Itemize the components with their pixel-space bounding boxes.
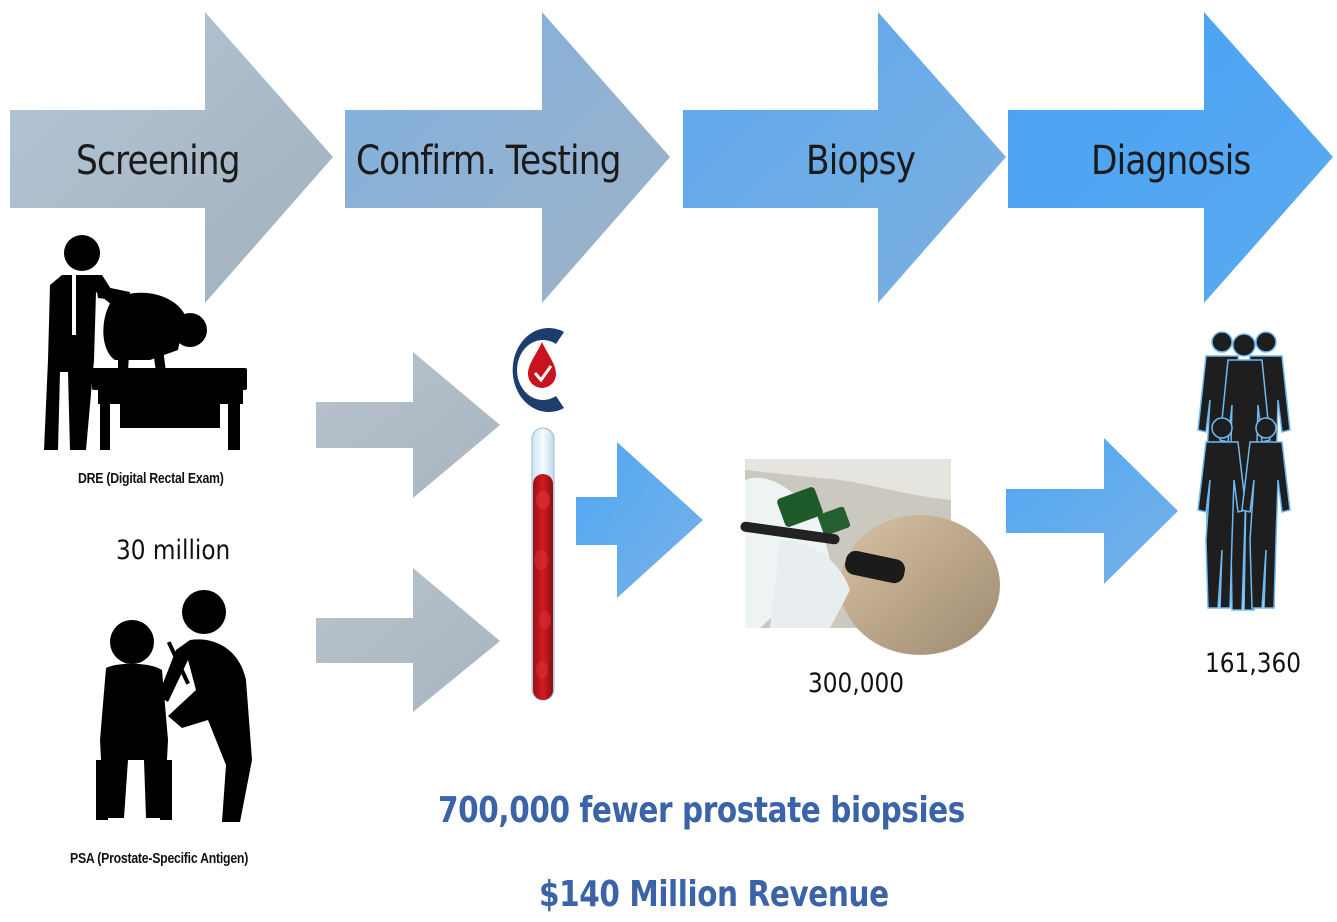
stage-arrow-confirm-testing: [345, 12, 670, 303]
flow-arrow-test-to-biopsy: [576, 442, 703, 598]
stage-label-screening: Screening: [76, 138, 241, 184]
biopsy-photo: [740, 459, 1000, 655]
screening-count: 30 million: [116, 535, 231, 566]
dre-caption: DRE (Digital Rectal Exam): [78, 470, 224, 487]
revenue-highlight: $140 Million Revenue: [539, 874, 889, 915]
blood-drop-check-logo: [512, 328, 564, 413]
dre-exam-icon: [44, 235, 247, 450]
stage-label-confirm-testing: Confirm. Testing: [356, 138, 621, 184]
stage-arrow-biopsy: [683, 12, 1006, 303]
fewer-biopsies-highlight: 700,000 fewer prostate biopsies: [438, 790, 965, 831]
stage-label-biopsy: Biopsy: [806, 138, 916, 184]
blood-draw-icon: [96, 590, 252, 822]
flow-arrow-dre-to-test: [316, 352, 500, 498]
psa-caption: PSA (Prostate-Specific Antigen): [70, 850, 249, 867]
stage-arrow-diagnosis: [1008, 12, 1333, 303]
flow-arrow-biopsy-to-diagnosis: [1006, 438, 1178, 584]
biopsy-count: 300,000: [808, 668, 905, 699]
flow-arrow-psa-to-test: [316, 568, 500, 712]
diagnosis-count: 161,360: [1205, 648, 1302, 679]
blood-test-tube-icon: [531, 427, 555, 701]
stage-label-diagnosis: Diagnosis: [1091, 138, 1251, 184]
population-silhouettes-icon: [1197, 331, 1291, 611]
stage-arrow-screening: [10, 12, 333, 303]
